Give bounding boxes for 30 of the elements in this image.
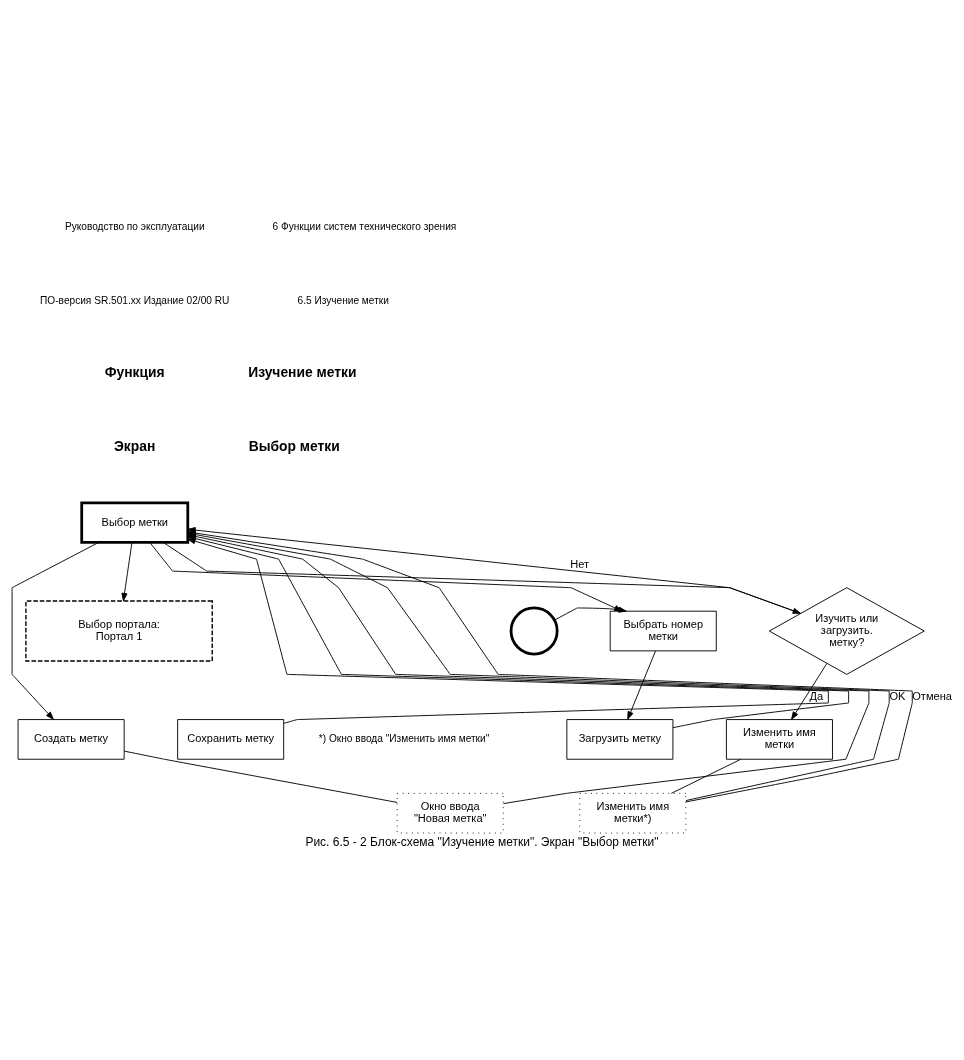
node-box: Сохранить метку bbox=[177, 718, 285, 760]
node-box: Окно ввода "Новая метка" bbox=[396, 792, 504, 833]
connector bbox=[670, 758, 741, 794]
label: Выбор метки bbox=[248, 437, 340, 454]
label: Экран bbox=[114, 437, 156, 454]
arrow bbox=[791, 662, 828, 720]
edge-label: OK bbox=[889, 689, 906, 702]
label: Руководство по эксплуатации bbox=[64, 220, 205, 232]
edge-label: Нет bbox=[570, 557, 590, 570]
arrow bbox=[11, 541, 99, 720]
label: Функция bbox=[104, 363, 165, 380]
label: ПО-версия SR.501.xx Издание 02/00 RU bbox=[40, 294, 230, 306]
label: 6 Функции систем технического зрения bbox=[272, 220, 457, 232]
label: 6.5 Изучение метки bbox=[297, 294, 389, 306]
node-box: Выбор портала: Портал 1 bbox=[25, 599, 213, 662]
node-diamond: Изучить или загрузить. метку? bbox=[768, 586, 925, 675]
connector bbox=[123, 750, 398, 803]
node-box: Выбрать номер метки bbox=[609, 610, 717, 651]
node-box: Выбор метки bbox=[80, 500, 190, 544]
node-box: Изменить имя метки*) bbox=[579, 792, 687, 833]
arrow bbox=[627, 650, 656, 720]
caption: Рис. 6.5 - 2 Блок-схема "Изучение метки". Экран "Выбор метки" bbox=[305, 834, 659, 849]
edge-label: Да bbox=[809, 689, 824, 702]
node-box: Создать метку bbox=[17, 718, 125, 760]
node-box: Изменить имя метки bbox=[725, 718, 833, 760]
arrow bbox=[121, 541, 133, 601]
node-box: Загрузить метку bbox=[566, 718, 674, 760]
label: Изучение метки bbox=[248, 363, 357, 380]
label: *) Окно ввода "Изменить имя метки" bbox=[318, 732, 490, 744]
node-circle bbox=[509, 606, 559, 655]
